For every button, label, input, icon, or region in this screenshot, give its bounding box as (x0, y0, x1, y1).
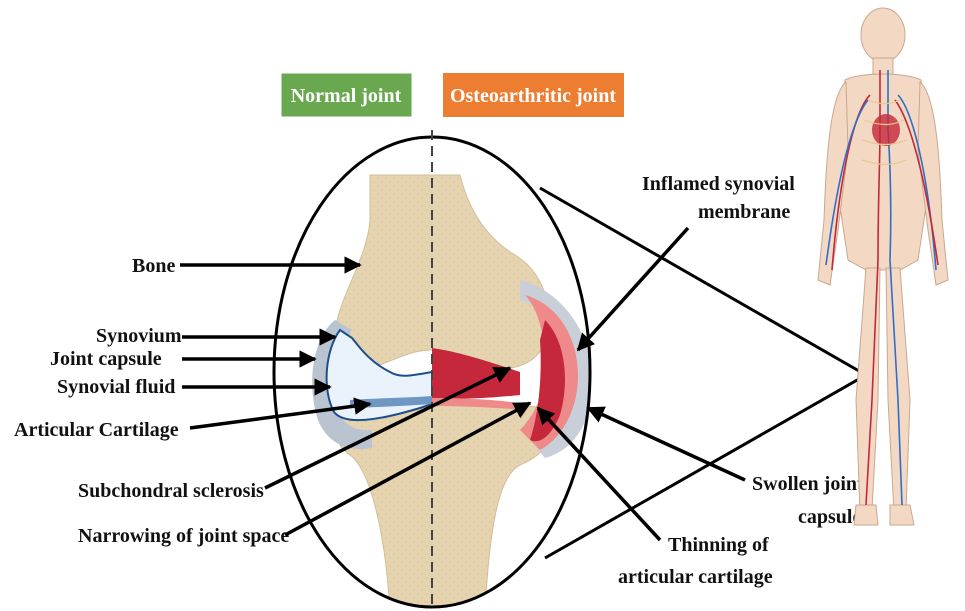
label-bone: Bone (132, 255, 175, 277)
label-inflamed-synovial-2: membrane (698, 201, 790, 223)
label-narrowing-joint-space: Narrowing of joint space (78, 525, 289, 547)
label-synovial-fluid: Synovial fluid (57, 376, 175, 398)
legend-osteoarthritic-joint: Osteoarthritic joint (443, 73, 624, 117)
label-joint-capsule: Joint capsule (50, 348, 162, 370)
label-swollen-capsule-2: capsule (798, 506, 861, 528)
knee-joint-illustration (312, 175, 592, 611)
label-synovium: Synovium (96, 325, 182, 347)
label-thinning-1: Thinning of (668, 534, 769, 556)
arrow-inflamed-synovial (578, 228, 688, 350)
label-articular-cartilage: Articular Cartilage (14, 419, 179, 441)
human-anatomy-figure-icon (818, 8, 948, 525)
femur-bone (335, 175, 548, 369)
label-inflamed-synovial-1: Inflamed synovial (642, 173, 795, 195)
label-thinning-2: articular cartilage (618, 566, 773, 588)
legend-normal-joint: Normal joint (281, 73, 412, 117)
legend-oa-label: Osteoarthritic joint (450, 85, 616, 107)
arrow-swollen-capsule (588, 408, 745, 480)
label-swollen-capsule-1: Swollen joint (752, 473, 864, 495)
label-subchondral-sclerosis: Subchondral sclerosis (78, 480, 264, 502)
legend-normal-label: Normal joint (291, 85, 402, 107)
